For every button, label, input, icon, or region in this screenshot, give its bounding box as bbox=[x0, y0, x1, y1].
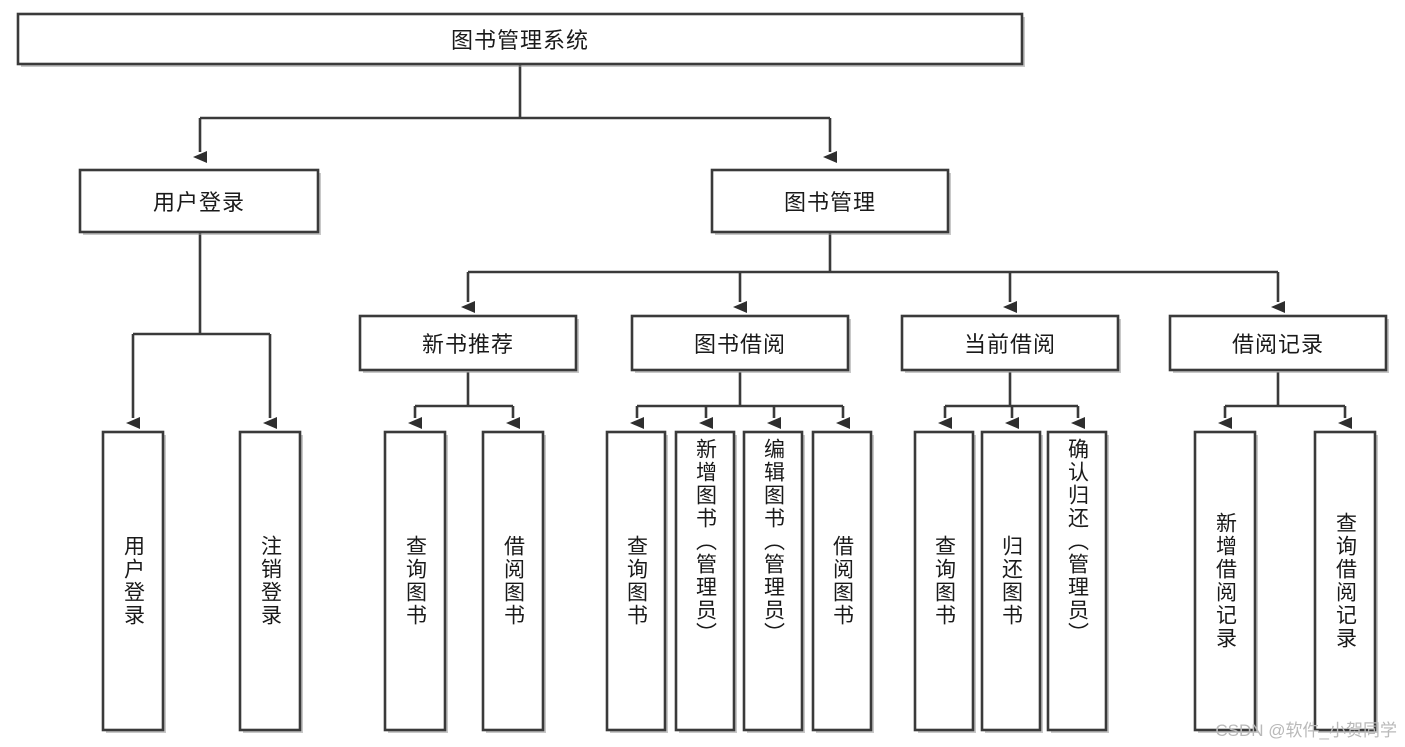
box-layer bbox=[16, 12, 1389, 733]
node-box-leaf-query-record[interactable] bbox=[1313, 430, 1377, 732]
node-box-leaf-borrow-book-2[interactable] bbox=[811, 430, 873, 732]
node-box-leaf-user-login[interactable] bbox=[101, 430, 165, 732]
node-box-root[interactable] bbox=[16, 12, 1024, 66]
node-box-leaf-logout[interactable] bbox=[238, 430, 302, 732]
connector-layer bbox=[126, 64, 1352, 429]
node-box-book-borrow[interactable] bbox=[630, 314, 850, 372]
node-box-leaf-add-book[interactable] bbox=[674, 430, 736, 732]
node-box-new-book-recommend[interactable] bbox=[358, 314, 578, 372]
node-box-leaf-return-book[interactable] bbox=[980, 430, 1042, 732]
node-box-leaf-add-record[interactable] bbox=[1193, 430, 1257, 732]
node-box-leaf-confirm-return[interactable] bbox=[1046, 430, 1108, 732]
node-box-user-login[interactable] bbox=[78, 168, 320, 234]
node-box-book-management[interactable] bbox=[710, 168, 950, 234]
node-box-leaf-query-book-2[interactable] bbox=[605, 430, 667, 732]
node-box-borrow-record[interactable] bbox=[1168, 314, 1388, 372]
node-box-leaf-query-book-1[interactable] bbox=[383, 430, 447, 732]
node-box-current-borrow[interactable] bbox=[900, 314, 1120, 372]
node-box-leaf-borrow-book-1[interactable] bbox=[481, 430, 545, 732]
node-box-leaf-edit-book[interactable] bbox=[742, 430, 804, 732]
csdn-watermark: CSDN @软件_小贺同学 bbox=[1215, 721, 1397, 740]
node-box-leaf-query-book-3[interactable] bbox=[913, 430, 975, 732]
